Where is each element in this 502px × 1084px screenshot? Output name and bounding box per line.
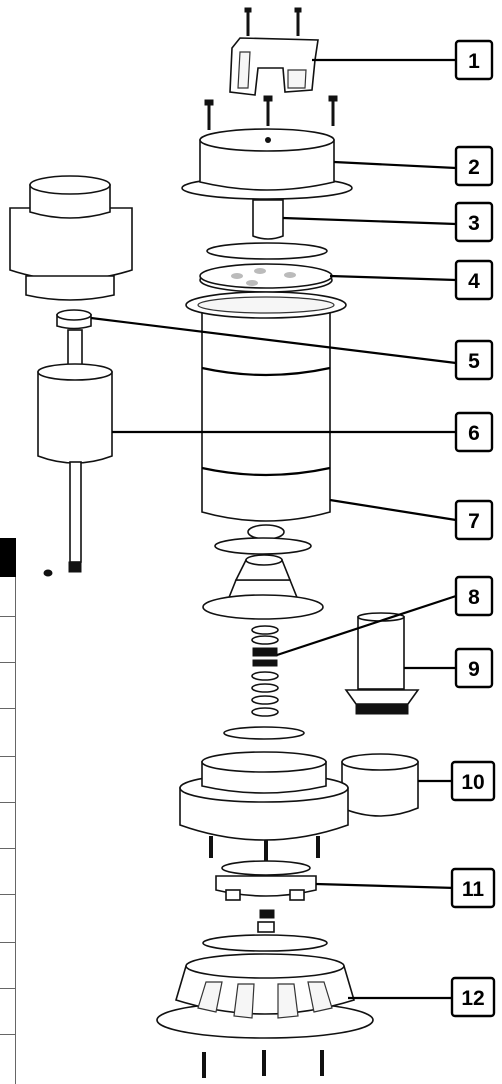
callout-7: 7 <box>454 499 494 541</box>
o-ring-volute <box>223 726 305 740</box>
part-12-strainer-base <box>156 953 374 1078</box>
part-7-motor-housing <box>185 291 347 540</box>
svg-text:6: 6 <box>468 422 480 445</box>
volute-body <box>179 751 349 862</box>
leader-lines <box>90 58 457 1000</box>
svg-text:10: 10 <box>461 771 484 794</box>
part-8-mechanical-seal <box>251 625 279 717</box>
part-2-top-cap <box>181 95 353 200</box>
leader-3 <box>282 216 457 226</box>
leader-8 <box>276 594 457 657</box>
table-row-line <box>0 616 16 617</box>
callout-8: 8 <box>454 575 494 617</box>
callout-4: 4 <box>454 259 494 301</box>
callout-3: 3 <box>454 201 494 243</box>
leader-11 <box>315 882 457 890</box>
table-row-line <box>0 802 16 803</box>
leader-5 <box>90 316 457 365</box>
table-row-line <box>0 708 16 709</box>
callout-6: 6 <box>454 411 494 453</box>
callout-2: 2 <box>454 145 494 187</box>
svg-text:1: 1 <box>468 50 480 73</box>
motor-cap-left <box>9 175 133 301</box>
callout-10: 10 <box>450 760 496 802</box>
svg-text:7: 7 <box>468 510 480 533</box>
callout-12: 12 <box>450 976 496 1018</box>
part-5-bearing <box>56 309 92 330</box>
callout-11: 11 <box>450 867 496 909</box>
svg-text:12: 12 <box>461 987 484 1010</box>
svg-text:9: 9 <box>468 658 480 681</box>
o-ring-strainer <box>202 934 328 952</box>
part-6-rotor-shaft <box>37 329 113 577</box>
clipped-parts-table <box>0 538 16 1084</box>
table-row-line <box>0 894 16 895</box>
svg-text:8: 8 <box>468 586 480 609</box>
table-row-line <box>0 1034 16 1035</box>
part-1-handle <box>229 7 319 96</box>
part-4-perforated-disc <box>199 263 333 293</box>
callout-1: 1 <box>454 39 494 81</box>
table-row-line <box>0 942 16 943</box>
part-3-shaft-stub <box>252 199 284 240</box>
o-ring-upper <box>206 242 328 260</box>
callout-5: 5 <box>454 339 494 381</box>
svg-text:4: 4 <box>468 270 480 293</box>
svg-text:11: 11 <box>462 878 485 901</box>
table-row-line <box>0 848 16 849</box>
part-11-impeller <box>215 860 317 933</box>
callout-9: 9 <box>454 647 494 689</box>
svg-text:3: 3 <box>468 212 480 235</box>
seal-housing <box>202 537 324 620</box>
table-row-line <box>0 662 16 663</box>
table-row-line <box>0 756 16 757</box>
leader-7 <box>329 498 457 522</box>
part-9-discharge-pipe <box>344 612 420 715</box>
table-row-line <box>0 988 16 989</box>
part-10-outlet-sleeve <box>341 753 419 817</box>
leader-4 <box>329 274 457 282</box>
table-header-cell <box>0 538 16 577</box>
svg-text:2: 2 <box>468 156 480 179</box>
table-column-line <box>15 577 16 1084</box>
leader-2 <box>333 160 457 170</box>
svg-text:5: 5 <box>468 350 480 373</box>
